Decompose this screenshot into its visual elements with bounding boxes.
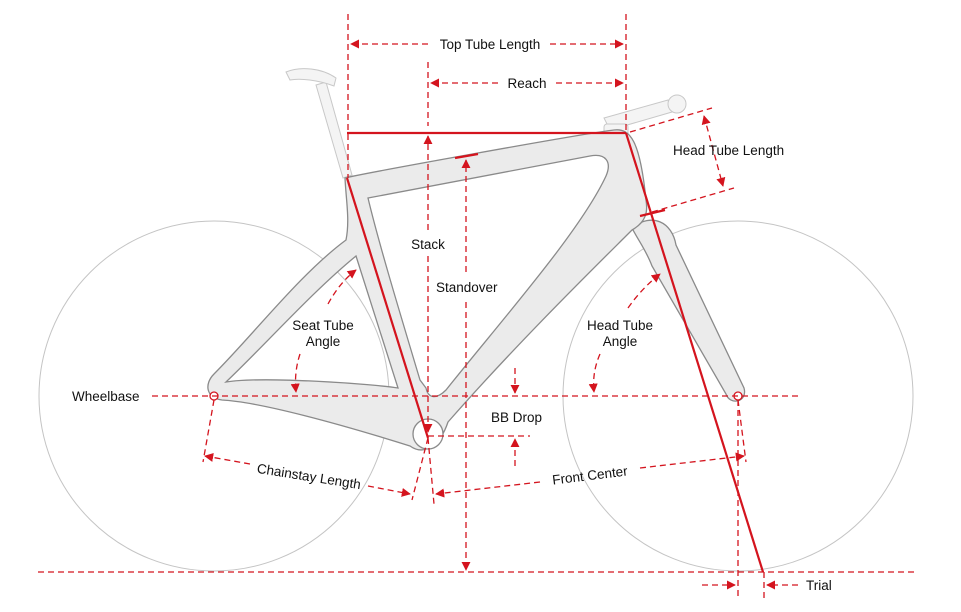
head-tube-angle-label-2: Angle <box>603 334 638 349</box>
head-tube-angle-label-1: Head Tube <box>587 318 653 333</box>
front-center-arrow-right <box>639 452 745 469</box>
trail-label: Trial <box>806 578 832 593</box>
seat-tube-angle-arc-top <box>327 269 357 305</box>
chainstay-ext-bb <box>411 437 429 501</box>
fork <box>631 219 746 402</box>
saddle <box>285 68 337 87</box>
front-center-arrow-left <box>435 481 541 498</box>
chainstay-arrow-right <box>367 485 411 497</box>
bottom-bracket <box>412 418 444 450</box>
seatpost <box>315 81 353 179</box>
front-center-ext-axle <box>737 399 747 463</box>
head-tube-angle-arc-bottom <box>588 353 601 393</box>
chainstay-arrow-left <box>204 452 251 465</box>
head-tube-length-label: Head Tube Length <box>673 143 784 158</box>
chainstay-ext-rear <box>202 399 215 463</box>
standover-label: Standover <box>436 280 498 295</box>
frame <box>207 129 648 451</box>
stack-label: Stack <box>411 237 445 252</box>
standover-tick <box>454 152 479 160</box>
wheelbase-label: Wheelbase <box>72 389 140 404</box>
head-tube-angle-arc-top <box>627 273 661 309</box>
bb-drop-label: BB Drop <box>491 410 542 425</box>
head-tube-steering-axis <box>624 132 765 573</box>
seat-tube-line <box>345 177 430 439</box>
top-tube-length-label: Top Tube Length <box>440 37 541 52</box>
seat-tube-angle-label-1: Seat Tube <box>292 318 354 333</box>
seat-tube-angle-arc-bottom <box>290 353 301 393</box>
head-tube-length-arrow <box>701 115 726 187</box>
seat-tube-angle-label-2: Angle <box>306 334 341 349</box>
head-tube-length-ext-bottom <box>651 187 735 213</box>
front-center-label: Front Center <box>551 463 629 487</box>
chainstay-length-label: Chainstay Length <box>256 461 362 492</box>
head-tube-length-ext-top <box>629 107 713 133</box>
reach-label: Reach <box>507 76 546 91</box>
handlebar <box>667 94 687 114</box>
front-center-ext-bb <box>427 437 435 505</box>
head-tube-tick <box>639 208 666 218</box>
